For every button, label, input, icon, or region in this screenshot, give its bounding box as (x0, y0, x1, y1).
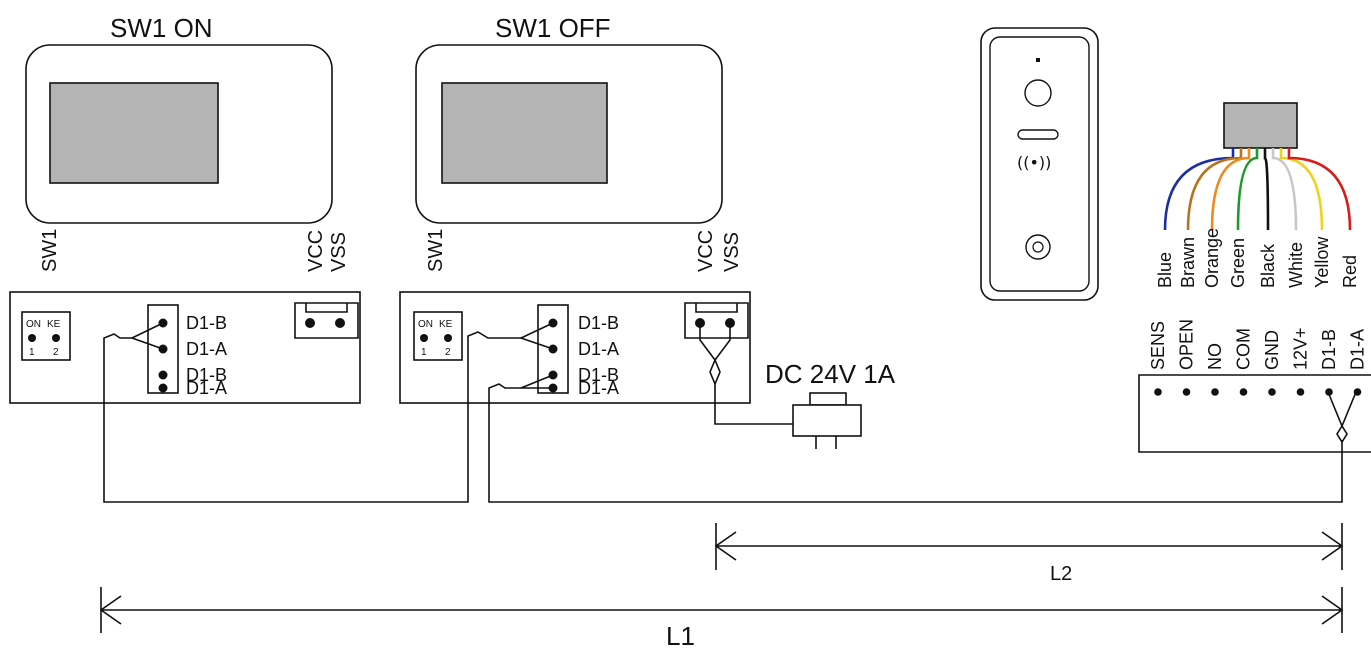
monitor-1-terminal-label: D1-B (186, 365, 227, 385)
dimension-l2-label: L2 (1050, 563, 1072, 585)
wire-yellow (1279, 148, 1324, 231)
monitor-1-terminal-label: D1-A (186, 378, 227, 398)
wire-green (1236, 148, 1259, 231)
wire-color-label: Green (1228, 238, 1248, 288)
monitor-2-terminal-label: D1-A (578, 339, 619, 359)
door-terminal-label: D1-A (1348, 329, 1368, 370)
power-adapter-body (792, 404, 862, 437)
wire-brawn (1186, 148, 1243, 231)
dimension-l1-label: L1 (666, 621, 695, 648)
door-terminal-screw[interactable] (1268, 388, 1276, 396)
monitor-1-terminal-label: D1-A (186, 339, 227, 359)
wire-color-label: Brawn (1178, 237, 1198, 288)
door-terminal-screw[interactable] (1239, 388, 1248, 396)
monitor-1-title: SW1 ON (110, 13, 213, 43)
door-terminal-screw[interactable] (1296, 388, 1305, 396)
monitor-2-terminal-label: D1-B (578, 313, 619, 333)
monitor-1-dip-1: 1 (29, 347, 35, 358)
wire-color-label: Black (1258, 243, 1278, 288)
wire-red (1287, 148, 1352, 231)
monitor-2-dip-on: ON (418, 319, 433, 330)
monitor-1-dip-on: ON (26, 319, 41, 330)
wire-color-label: Orange (1202, 228, 1222, 288)
monitor-1-dip-ke: KE (47, 319, 61, 330)
monitor-2-vcc-label: VCC (695, 230, 717, 272)
door-terminal-screw[interactable] (1154, 388, 1162, 396)
monitor-2-dip-ke: KE (439, 319, 453, 330)
wire-orange (1210, 148, 1251, 231)
door-terminal-label: NO (1205, 343, 1225, 370)
door-terminal-screw[interactable] (1211, 388, 1219, 396)
wire-color-label: Blue (1155, 252, 1175, 288)
dimension-lines: L2 L1 (99, 523, 1344, 648)
monitor-2-sw1-label: SW1 (425, 229, 447, 272)
door-station-body (980, 27, 1099, 301)
monitor-2-dip-1: 1 (421, 347, 427, 358)
power-label: DC 24V 1A (765, 359, 896, 389)
door-terminal-label: COM (1234, 328, 1254, 370)
monitor-2-vss-label: VSS (721, 232, 743, 272)
monitor-2-title: SW1 OFF (495, 13, 611, 43)
call-button[interactable] (1025, 234, 1051, 260)
monitor-2: SW1 OFF SW1 VCC VSS ON KE 1 2 D1-B D1-A … (399, 13, 751, 404)
door-terminal-label: SENS (1148, 321, 1168, 370)
monitor-1-vss-label: VSS (328, 232, 350, 272)
wire-white (1271, 148, 1298, 231)
wire-color-label: White (1286, 242, 1306, 288)
wire-black (1263, 148, 1270, 231)
wire-color-label: Yellow (1312, 236, 1332, 288)
wire-color-label: Red (1340, 255, 1360, 288)
door-terminal-block: SENS OPEN NO COM GND 12V+ D1-B D1-A (1138, 319, 1371, 453)
door-station-led (1036, 58, 1040, 62)
monitor-1-terminal-label: D1-B (186, 313, 227, 333)
monitor-1: SW1 ON SW1 VCC VSS ON KE 1 2 D1-B D1-A D… (9, 13, 361, 404)
bus-wiring (103, 322, 1357, 503)
monitor-2-dip-2: 2 (445, 347, 451, 358)
monitor-1-sw1-label: SW1 (39, 229, 61, 272)
camera-icon (1024, 79, 1052, 107)
door-terminal-label: OPEN (1177, 319, 1197, 370)
monitor-1-vcc-label: VCC (305, 230, 327, 272)
monitor-1-dip-2: 2 (53, 347, 59, 358)
monitor-2-terminal-label: D1-A (578, 378, 619, 398)
hand-icon (1032, 241, 1044, 253)
door-terminal-screw[interactable] (1325, 388, 1333, 396)
monitor-1-screen (49, 82, 219, 184)
door-terminal-screw[interactable] (1182, 388, 1191, 396)
rfid-icon: ((•)) (1017, 153, 1051, 172)
door-terminal-label: 12V+ (1291, 327, 1311, 370)
monitor-1-power-jack (294, 302, 359, 339)
door-terminal-label: GND (1262, 330, 1282, 370)
door-terminal-label: D1-B (1319, 329, 1339, 370)
connector-plug (1223, 102, 1298, 149)
door-station: ((•)) (980, 27, 1099, 301)
power-adapter: DC 24V 1A (765, 359, 896, 449)
speaker-grille (1017, 129, 1059, 140)
monitor-2-screen (441, 82, 608, 184)
monitor-2-terminal-label: D1-B (578, 365, 619, 385)
